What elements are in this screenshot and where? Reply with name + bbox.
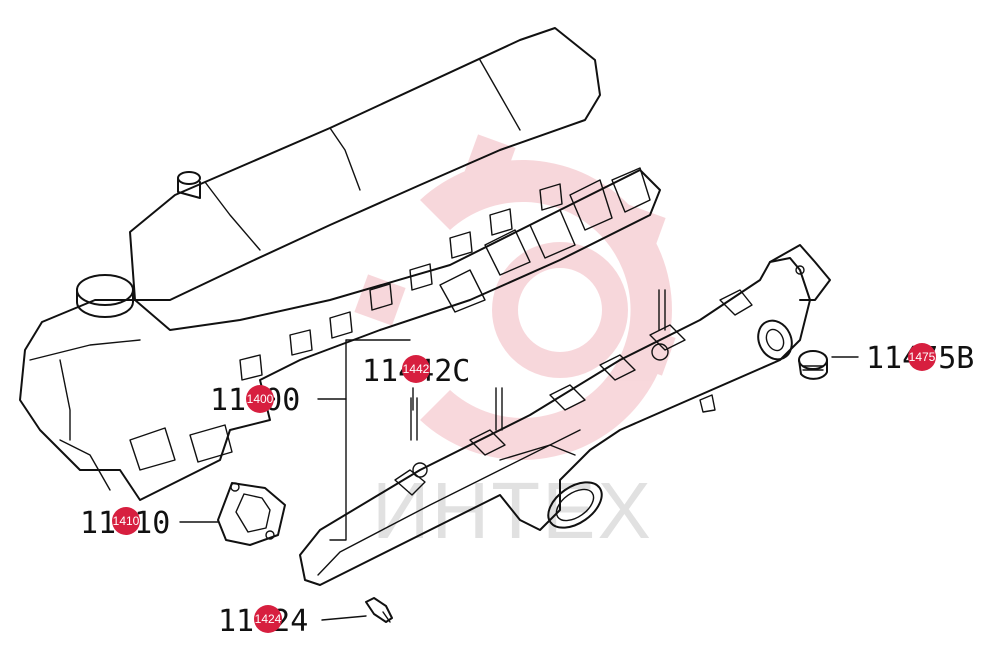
manifold-gasket [217,482,286,546]
svg-text:1442: 1442 [403,362,430,376]
drain-plug [798,350,828,380]
part-badge[interactable]: 1400 [246,385,274,413]
exhaust-manifold [299,244,831,586]
callout-11424[interactable]: 11424 1424 [218,604,308,639]
svg-text:1410: 1410 [113,514,140,528]
part-badge[interactable]: 1424 [254,605,282,633]
callout-11475B[interactable]: 11475B 1475 [866,341,974,376]
svg-text:1475: 1475 [909,350,936,364]
watermark-logo [354,134,676,460]
svg-text:1400: 1400 [247,392,274,406]
callout-11400[interactable]: 11400 1400 [210,383,300,418]
callout-11442C[interactable]: 11442C 1442 [362,354,470,389]
cylinder-head [19,27,661,501]
part-badge[interactable]: 1442 [402,355,430,383]
leader-11424 [321,615,367,621]
group-bracket [329,339,411,541]
part-badge[interactable]: 1410 [112,507,140,535]
callout-11410[interactable]: 11410 1410 [80,506,170,541]
part-badge[interactable]: 1475 [908,343,936,371]
manifold-bolt [365,597,393,623]
svg-text:1424: 1424 [255,612,282,626]
